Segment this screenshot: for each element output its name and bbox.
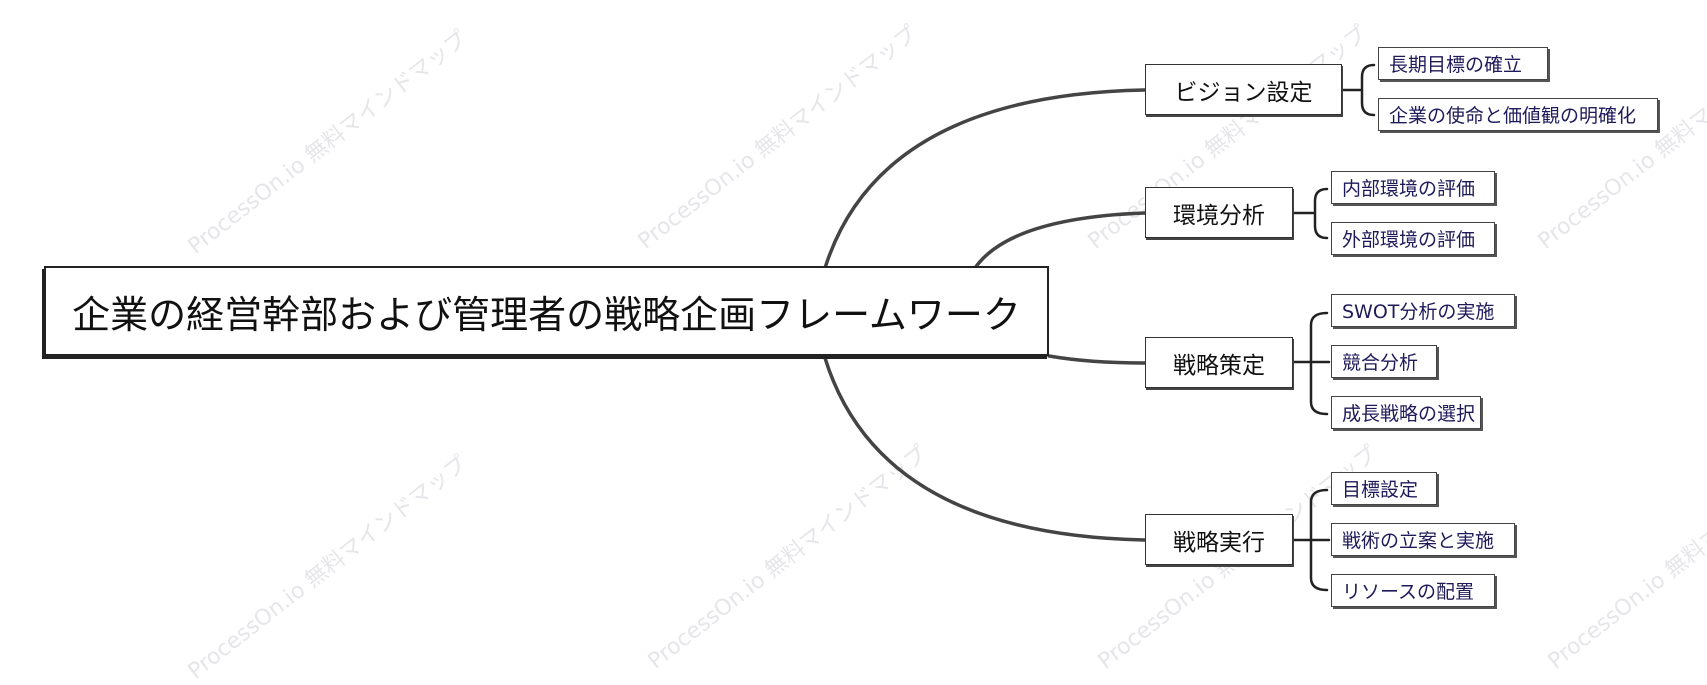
branch-strategy-formulation[interactable]: 戦略策定 bbox=[1145, 337, 1293, 388]
root-node[interactable]: 企業の経営幹部および管理者の戦略企画フレームワーク bbox=[44, 266, 1049, 356]
leaf-long-term-goals[interactable]: 長期目標の確立 bbox=[1378, 47, 1548, 80]
bracket-environment bbox=[1291, 187, 1329, 240]
leaf-external-environment[interactable]: 外部環境の評価 bbox=[1331, 222, 1495, 255]
leaf-tactics-planning[interactable]: 戦術の立案と実施 bbox=[1331, 523, 1515, 556]
connector-execution bbox=[823, 356, 1147, 542]
leaf-mission-values[interactable]: 企業の使命と価値観の明確化 bbox=[1378, 98, 1658, 131]
leaf-goal-setting[interactable]: 目標設定 bbox=[1331, 472, 1437, 505]
bracket-execution bbox=[1291, 488, 1331, 592]
leaf-resource-allocation[interactable]: リソースの配置 bbox=[1331, 574, 1495, 607]
branch-environment-analysis[interactable]: 環境分析 bbox=[1145, 187, 1293, 238]
branch-strategy-execution[interactable]: 戦略実行 bbox=[1145, 514, 1293, 565]
leaf-growth-strategy[interactable]: 成長戦略の選択 bbox=[1331, 396, 1481, 429]
connector-formulation bbox=[1047, 354, 1147, 365]
connector-vision bbox=[823, 88, 1147, 270]
bracket-formulation bbox=[1291, 311, 1331, 416]
leaf-swot-analysis[interactable]: SWOT分析の実施 bbox=[1331, 294, 1515, 327]
connector-layer bbox=[823, 63, 1376, 592]
connector-environment bbox=[973, 211, 1147, 270]
leaf-internal-environment[interactable]: 内部環境の評価 bbox=[1331, 171, 1495, 204]
leaf-competitor-analysis[interactable]: 競合分析 bbox=[1331, 345, 1437, 378]
branch-vision-setting[interactable]: ビジョン設定 bbox=[1145, 64, 1342, 115]
bracket-vision bbox=[1340, 63, 1376, 117]
